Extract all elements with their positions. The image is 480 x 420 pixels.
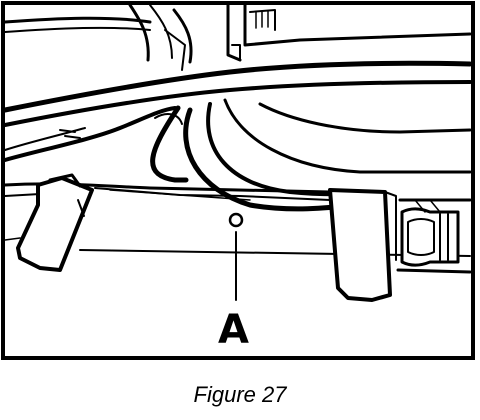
callout-point-marker [228,212,244,228]
callout-label-a: A [218,307,249,353]
figure-caption: Figure 27 [193,382,287,407]
mechanism-drawing [2,3,473,302]
